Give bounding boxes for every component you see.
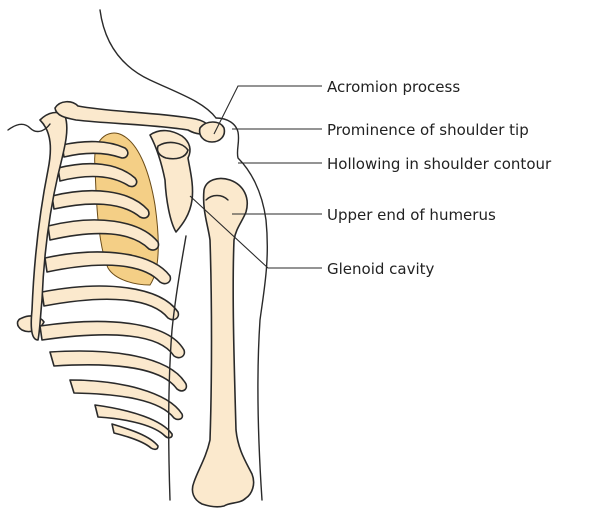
clavicle [55, 102, 210, 134]
neck-contour [100, 10, 216, 118]
arm-inner-contour [169, 236, 186, 500]
label-glenoid-cavity: Glenoid cavity [327, 260, 434, 278]
label-upper-end-humerus: Upper end of humerus [327, 206, 496, 224]
label-prominence-shoulder-tip: Prominence of shoulder tip [327, 121, 529, 139]
humerus [192, 178, 253, 506]
rib-6 [42, 286, 178, 320]
label-hollowing-shoulder-contour: Hollowing in shoulder contour [327, 155, 551, 173]
glenoid-cavity [157, 143, 188, 159]
label-acromion-process: Acromion process [327, 78, 460, 96]
acromion [200, 122, 225, 142]
leader-acromion-process [214, 86, 322, 134]
